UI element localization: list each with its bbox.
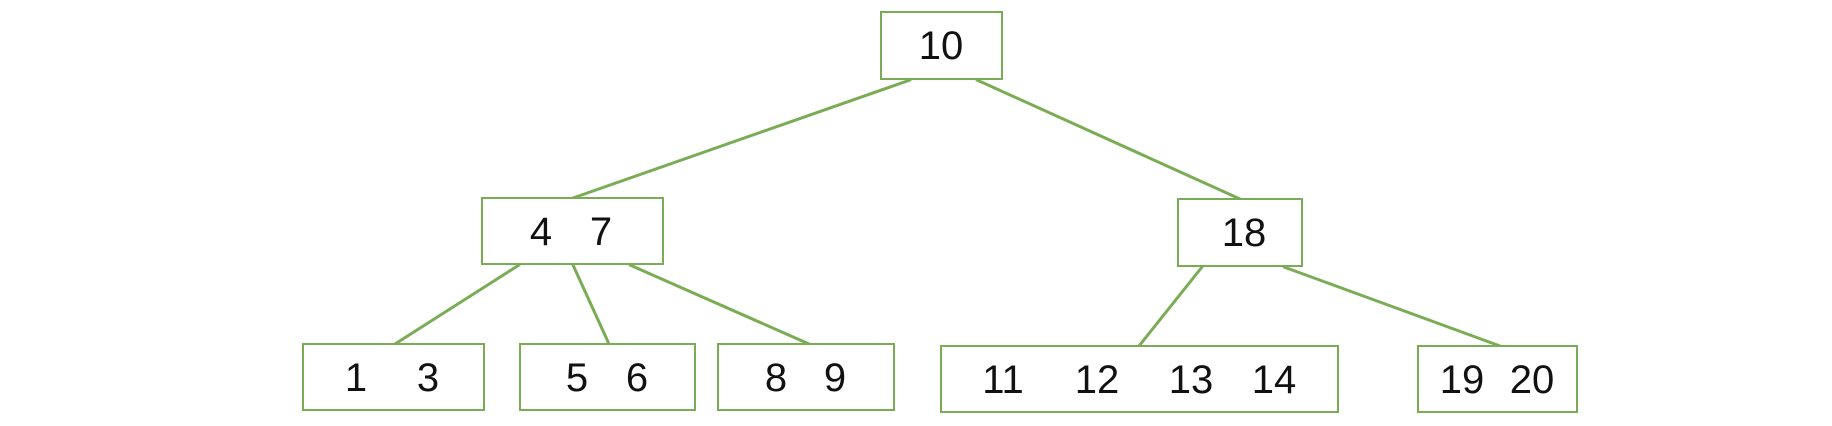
node-key: 13: [1169, 358, 1214, 402]
tree-edges: [393, 78, 1502, 348]
node-box: [880, 11, 1003, 80]
edge-root-to-node-4-7: [571, 78, 912, 200]
node-key: 4: [530, 210, 552, 254]
node-key: 14: [1252, 358, 1297, 402]
edge-node-18-to-node-11-14: [1137, 265, 1204, 348]
tree-node-level1-right: 18: [1177, 198, 1303, 267]
tree-node-root: 10: [880, 11, 1003, 80]
node-key: 5: [566, 356, 588, 400]
node-key: 19: [1440, 358, 1485, 402]
tree-leaf-1: 1 3: [302, 343, 485, 411]
node-key: 3: [417, 356, 439, 400]
node-key: 18: [1222, 211, 1267, 255]
node-box: [519, 343, 696, 411]
tree-leaf-5: 19 20: [1417, 345, 1578, 413]
node-key: 10: [919, 24, 964, 68]
node-key: 8: [765, 356, 787, 400]
node-box: [717, 343, 895, 411]
node-key: 12: [1075, 358, 1120, 402]
tree-leaf-3: 8 9: [717, 343, 895, 411]
node-box: [1417, 345, 1578, 413]
node-key: 6: [626, 356, 648, 400]
node-box: [1177, 198, 1303, 267]
node-key: 11: [982, 358, 1024, 402]
tree-leaf-2: 5 6: [519, 343, 696, 411]
edge-root-to-node-18: [975, 78, 1242, 201]
node-key: 20: [1510, 358, 1555, 402]
node-key: 1: [345, 356, 367, 400]
node-key: 7: [590, 210, 612, 254]
tree-leaf-4: 11 12 13 14: [940, 345, 1339, 413]
edge-node-4-7-to-node-8-9: [628, 263, 811, 346]
edge-node-4-7-to-node-1-3: [393, 263, 521, 346]
node-box: [481, 197, 664, 265]
node-box: [302, 343, 485, 411]
tree-node-level1-left: 4 7: [481, 197, 664, 265]
edge-node-4-7-to-node-5-6: [571, 263, 611, 346]
node-key: 9: [824, 356, 846, 400]
node-box: [940, 345, 1339, 413]
edge-node-18-to-node-19-20: [1282, 265, 1502, 348]
